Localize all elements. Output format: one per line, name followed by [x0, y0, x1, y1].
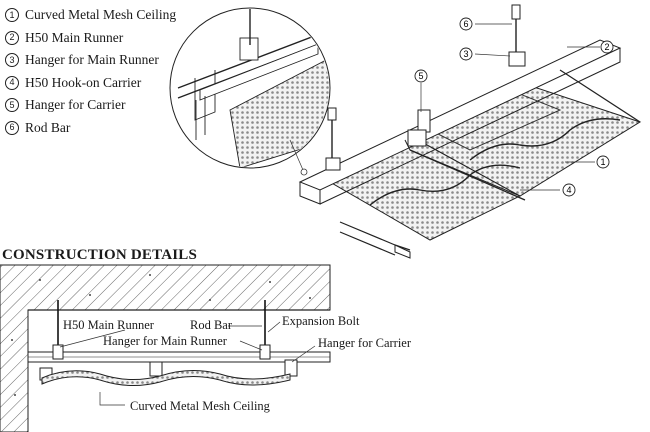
label-expansion-bolt: Expansion Bolt — [282, 314, 360, 328]
zoom-detail-circle — [169, 7, 331, 176]
legend-number: 1 — [5, 8, 19, 23]
legend-label: Rod Bar — [25, 119, 71, 135]
legend-item: 3 Hanger for Main Runner — [5, 49, 176, 72]
legend-label: Curved Metal Mesh Ceiling — [25, 7, 177, 23]
legend-label: Hanger for Main Runner — [25, 52, 159, 68]
legend-item: 6 Rod Bar — [5, 117, 176, 140]
legend-item: 5 Hanger for Carrier — [5, 94, 176, 117]
label-rod-bar: Rod Bar — [190, 318, 233, 332]
legend-label: H50 Hook-on Carrier — [25, 74, 142, 90]
label-main-runner: H50 Main Runner — [63, 318, 154, 332]
label-hanger-main-runner: Hanger for Main Runner — [103, 334, 227, 348]
legend-label: Hanger for Carrier — [25, 97, 126, 113]
legend-item: 2 H50 Main Runner — [5, 27, 176, 50]
legend-number: 4 — [5, 75, 19, 90]
section-title: CONSTRUCTION DETAILS — [2, 247, 198, 263]
legend-item: 4 H50 Hook-on Carrier — [5, 72, 176, 95]
callout-1: 1 — [600, 157, 605, 167]
isometric-ceiling-assembly — [298, 4, 642, 259]
legend-label: H50 Main Runner — [25, 29, 124, 45]
legend-number: 6 — [5, 120, 19, 135]
callout-4: 4 — [566, 185, 571, 195]
label-ceiling: Curved Metal Mesh Ceiling — [130, 399, 270, 413]
legend: 1 Curved Metal Mesh Ceiling 2 H50 Main R… — [5, 4, 176, 139]
callout-numbers: 6 3 2 5 1 4 — [414, 17, 614, 197]
legend-item: 1 Curved Metal Mesh Ceiling — [5, 4, 176, 27]
legend-number: 3 — [5, 53, 19, 68]
callout-2: 2 — [604, 42, 609, 52]
legend-number: 2 — [5, 30, 19, 45]
label-hanger-carrier: Hanger for Carrier — [318, 336, 412, 350]
callout-6: 6 — [463, 19, 468, 29]
callout-5: 5 — [418, 71, 423, 81]
legend-number: 5 — [5, 98, 19, 113]
callout-3: 3 — [463, 49, 468, 59]
cross-section-detail — [0, 264, 331, 432]
